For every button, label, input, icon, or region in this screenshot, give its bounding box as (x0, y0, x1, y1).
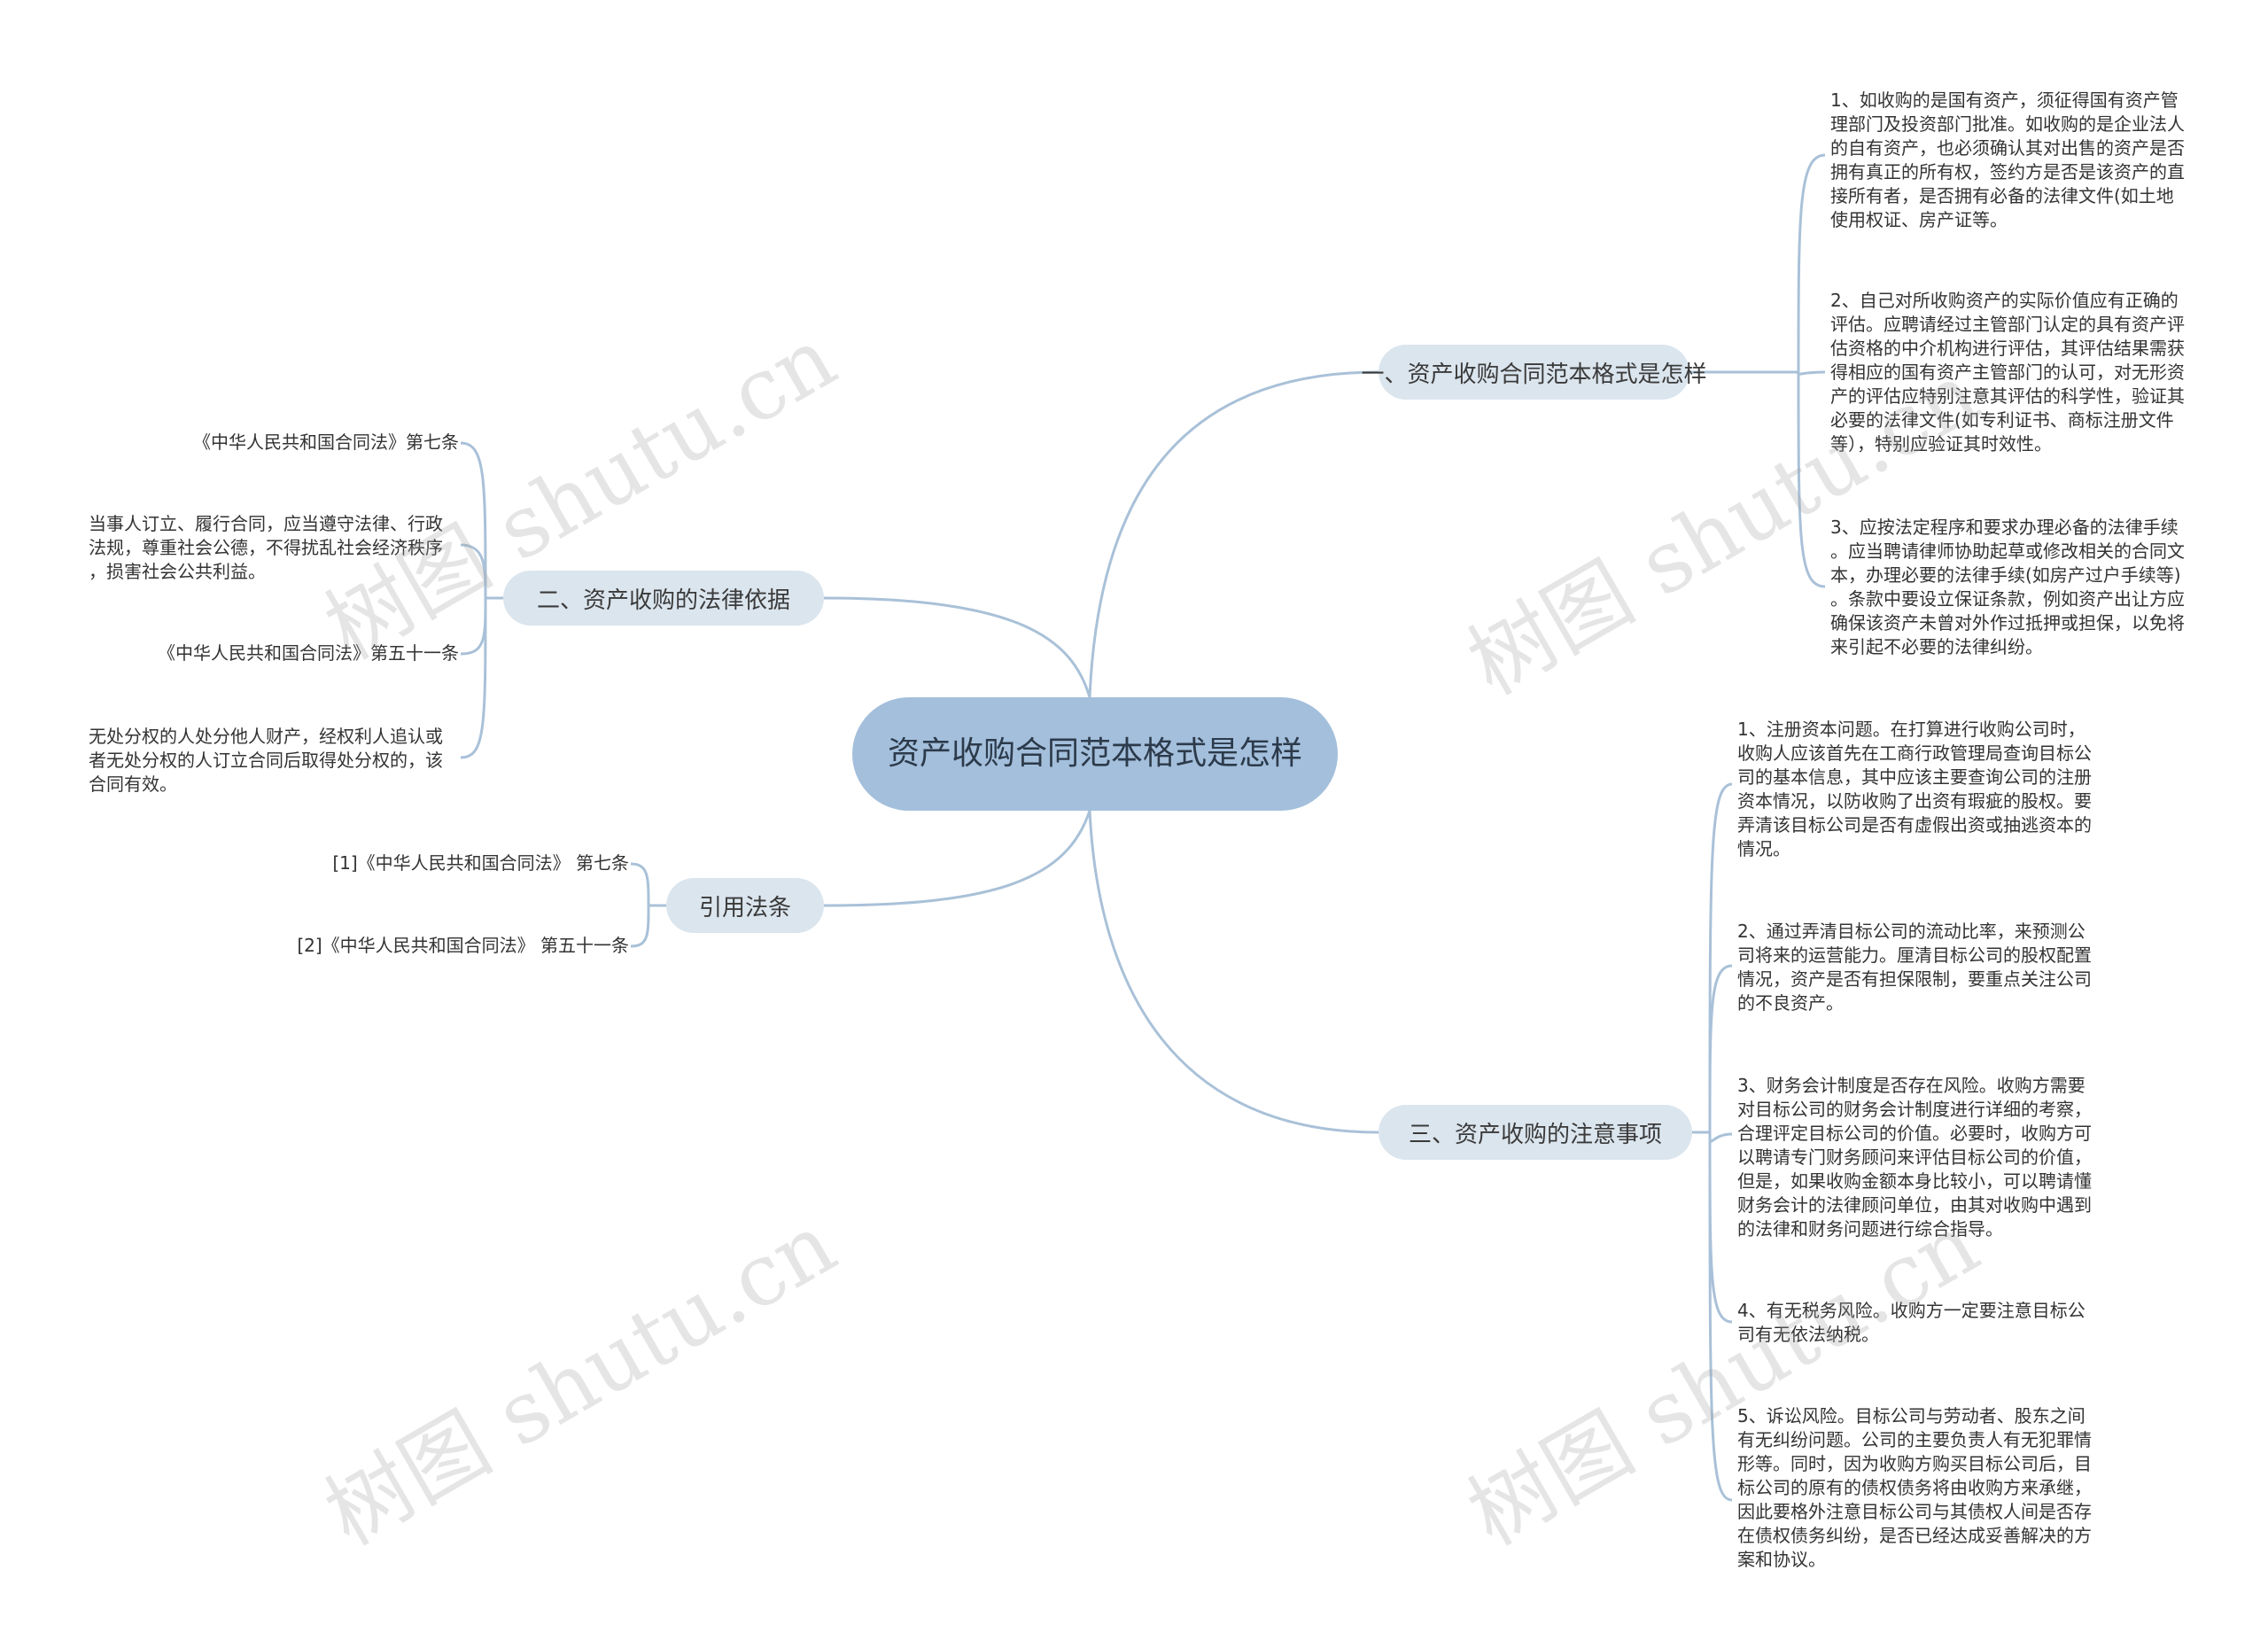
branch-format-label: 一、资产收购合同范本格式是怎样 (1361, 361, 1707, 388)
link-root-b2 (823, 596, 1091, 698)
link-b4-i2 (630, 905, 650, 948)
link-b2-i1 (460, 441, 487, 599)
leaf-precaution-3[interactable]: 3、财务会计制度是否存在风险。收购方需要 对目标公司的财务会计制度进行详细的考察… (1737, 1075, 2092, 1240)
leaf-citation-1[interactable]: [1]《中华人民共和国合同法》 第七条 (332, 852, 629, 874)
link-b3-i1 (1708, 782, 1733, 1133)
root-topic-label: 资产收购合同范本格式是怎样 (888, 735, 1303, 772)
link-root-b1 (1088, 370, 1379, 698)
link-root-b4 (823, 810, 1091, 907)
link-b2-i2 (460, 543, 487, 599)
leaf-format-3[interactable]: 3、应按法定程序和要求办理必备的法律手续 。应当聘请律师协助起草或修改相关的合同… (1830, 517, 2185, 657)
leaf-format-1[interactable]: 1、如收购的是国有资产，须征得国有资产管 理部门及投资部门批准。如收购的是企业法… (1830, 89, 2185, 230)
link-b3-i5 (1708, 1131, 1733, 1502)
link-b3-i3 (1708, 1131, 1733, 1143)
leaf-legal-3[interactable]: 《中华人民共和国合同法》第五十一条 (158, 642, 459, 664)
link-root-b3 (1088, 810, 1379, 1134)
leaf-format-2[interactable]: 2、自己对所收购资产的实际价值应有正确的 评估。应聘请经过主管部门认定的具有资产… (1830, 290, 2185, 455)
leaf-legal-2[interactable]: 当事人订立、履行合同，应当遵守法律、行政 法规，尊重社会公德，不得扰乱社会经济秩… (89, 513, 443, 582)
link-b3-i2 (1708, 964, 1733, 1133)
leaf-precaution-1[interactable]: 1、注册资本问题。在打算进行收购公司时， 收购人应该首先在工商行政管理局查询目标… (1737, 719, 2092, 859)
leaf-precaution-2[interactable]: 2、通过弄清目标公司的流动比率，来预测公 司将来的运营能力。厘清目标公司的股权配… (1737, 921, 2092, 1014)
branch-legal-basis-label: 二、资产收购的法律依据 (536, 587, 790, 614)
link-b1-i3 (1797, 371, 1826, 588)
branch-precautions[interactable]: 三、资产收购的注意事项 (1379, 1105, 1692, 1160)
link-b4-i1 (630, 862, 650, 906)
branch-precautions-label: 三、资产收购的注意事项 (1408, 1121, 1662, 1148)
link-b2-i3 (460, 597, 487, 656)
leaf-legal-4[interactable]: 无处分权的人处分他人财产，经权利人追认或 者无处分权的人订立合同后取得处分权的，… (89, 726, 443, 795)
branch-legal-basis[interactable]: 二、资产收购的法律依据 (503, 571, 824, 626)
link-b2-i4 (460, 597, 487, 759)
link-b3-i4 (1708, 1131, 1733, 1324)
link-b1-i2 (1797, 370, 1826, 376)
root-topic[interactable]: 资产收购合同范本格式是怎样 (852, 697, 1338, 811)
branch-citations-label: 引用法条 (698, 894, 791, 921)
link-b1-i1 (1797, 153, 1826, 373)
branch-format[interactable]: 一、资产收购合同范本格式是怎样 (1362, 345, 1707, 400)
leaf-precaution-4[interactable]: 4、有无税务风险。收购方一定要注意目标公 司有无依法纳税。 (1737, 1300, 2085, 1345)
leaf-citation-2[interactable]: [2]《中华人民共和国合同法》 第五十一条 (297, 935, 629, 956)
branch-citations[interactable]: 引用法条 (666, 878, 824, 933)
leaf-legal-1[interactable]: 《中华人民共和国合同法》第七条 (193, 431, 459, 453)
leaf-precaution-5[interactable]: 5、诉讼风险。目标公司与劳动者、股东之间 有无纠纷问题。公司的主要负责人有无犯罪… (1737, 1405, 2092, 1570)
